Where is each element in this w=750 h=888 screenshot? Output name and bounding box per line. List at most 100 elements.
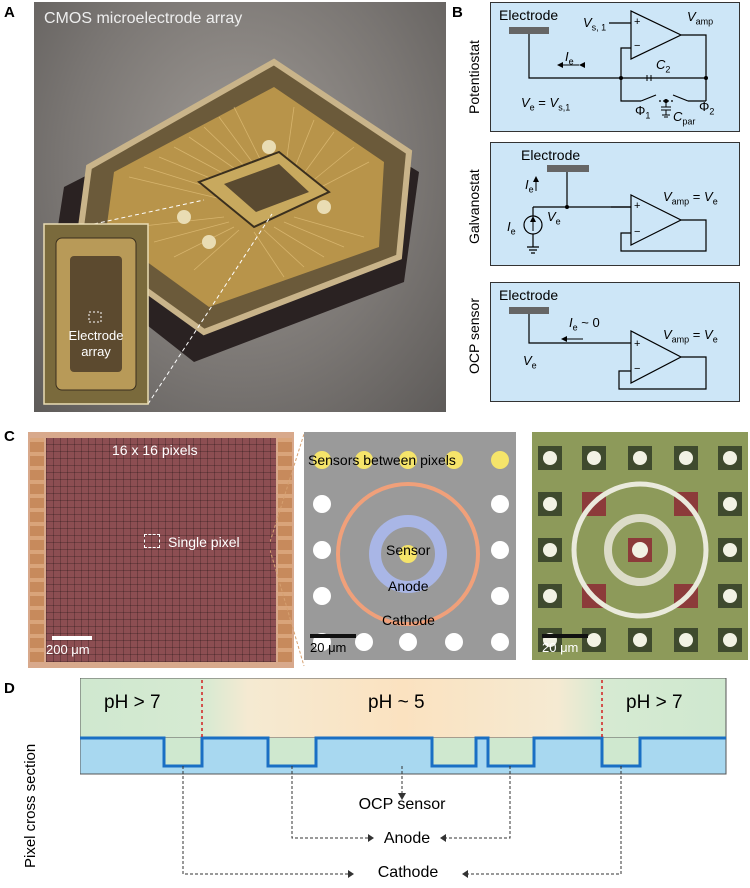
array-pixel-count: 16 x 16 pixels [112,442,198,458]
arrow-anode-left [368,834,374,842]
anode-label: Anode [388,578,429,594]
galvanostat-ie-source: Ie [507,219,516,237]
panel-letter-a: A [4,4,15,21]
anode-cross-label: Anode [383,830,431,847]
pad [202,235,216,249]
pixel-schematic-drawing [313,451,509,651]
panel-letter-b: B [452,4,463,21]
solution-layer [79,677,727,739]
pixel-schematic: Sensors between pixels Sensor Anode Cath… [304,432,516,660]
micrograph-cathode-ring [571,481,709,619]
opamp-minus: − [634,226,641,238]
micrograph-anode-ring [604,514,676,586]
ocp-electrode-label: Electrode [499,287,559,303]
cathode-ring [336,482,480,626]
potentiostat-ve-equation: Ve = Vs,1 [521,95,571,113]
sensor-dot [355,451,373,469]
pixel-electrode [491,633,509,651]
center-well [224,164,309,212]
pixel-electrode [445,633,463,651]
cross-section-drawing [79,677,727,878]
ph-middle-label: pH ~ 5 [368,692,425,713]
array-grid [46,438,276,662]
micrograph-scalebar [542,634,588,638]
galvanostat-side-label: Galvanostat [466,169,482,244]
array-micrograph: 16 x 16 pixels Single pixel 200 μm [28,432,294,668]
array-scale-label: 200 μm [46,642,90,657]
sensor-dot [399,451,417,469]
single-pixel-label: Single pixel [168,534,240,550]
opamp-minus: − [634,363,641,375]
pixel-electrode [355,633,373,651]
cathode-cross-label: Cathode [377,864,439,881]
opamp-triangle [630,194,683,246]
anode-ring [369,515,447,593]
connector-lines [182,766,622,875]
cross-section: pH > 7 pH ~ 5 pH > 7 OCP sensor Anode Ca… [79,677,728,883]
chip-photo: CMOS microelectrode array Electrode arra… [34,2,446,412]
pad [262,140,276,154]
arrow-anode-right [440,834,446,842]
galvanostat-vamp-equation: Vamp = Ve [663,189,718,207]
opamp-triangle [630,330,683,384]
sensor-dot [491,451,509,469]
potentiostat-box: Electrode Vs, 1 Vamp + − Ie C2 Ve = Vs,1… [490,2,740,132]
schematic-scale-label: 20 μm [310,640,347,655]
pixel-electrode [491,495,509,513]
phi2-label: Φ2 [699,99,715,117]
pad-column-right [278,438,292,662]
callout-line [93,199,205,225]
pixel-electrode [491,587,509,605]
arrow-cathode-left [348,870,354,878]
panel-letter-d: D [4,680,15,697]
photo-title: CMOS microelectrode array [44,10,243,27]
electrode-profile [80,736,726,768]
micrograph-scale-label: 20 μm [542,640,579,655]
array-scalebar [52,636,92,640]
inset-well [70,256,122,372]
callout-line [147,213,273,405]
potentiostat-ie: Ie [565,49,574,67]
sensors-between-label: Sensors between pixels [308,452,456,468]
potentiostat-electrode-label: Electrode [499,7,559,23]
inset-label-line2: array [81,344,111,359]
opamp-plus: + [634,200,641,212]
pixel-electrode [313,541,331,559]
inset-label-line1: Electrode [68,328,124,343]
ocp-ie: Ie ~ 0 [569,315,600,333]
cathode-label: Cathode [382,612,435,628]
pad [317,200,331,214]
panel-letter-c: C [4,428,15,445]
ocp-box: Electrode Ie ~ 0 Ve + − Vamp = Ve [490,282,740,402]
phi1-label: Φ1 [635,103,651,121]
galvanostat-ve: Ve [547,209,561,227]
ocp-side-label: OCP sensor [466,298,482,374]
ocp-circuit [509,307,707,390]
potentiostat-circuit [509,10,708,118]
zoom-lines [270,433,305,667]
pixel-micrograph-drawing [538,446,742,652]
sensor-dot [445,451,463,469]
opamp-minus: − [634,40,641,52]
ocp-vamp-equation: Vamp = Ve [663,327,718,345]
single-pixel-marker [144,534,160,548]
schematic-scalebar [310,634,356,638]
arrow-ocp [398,793,406,800]
pixel-electrode [313,587,331,605]
galvanostat-box: Electrode Ie Ie Ve + − Vamp = Ve [490,142,740,266]
chip-photo-drawing [43,58,419,405]
potentiostat-vamp: Vamp [687,9,714,27]
electrode-plate [509,307,549,314]
electrode-plate [509,27,549,34]
inset-label: Electrode array [48,328,144,360]
pixel-electrode [491,541,509,559]
cpar-label: Cpar [673,109,696,127]
potentiostat-side-label: Potentiostat [466,40,482,114]
potentiostat-vs1: Vs, 1 [583,15,607,33]
ph-right-label: pH > 7 [626,692,683,713]
electrode-plate [547,165,589,172]
center-sensor [399,545,417,563]
sensor-dot [313,451,331,469]
pixel-electrode [399,633,417,651]
pad [177,210,191,224]
